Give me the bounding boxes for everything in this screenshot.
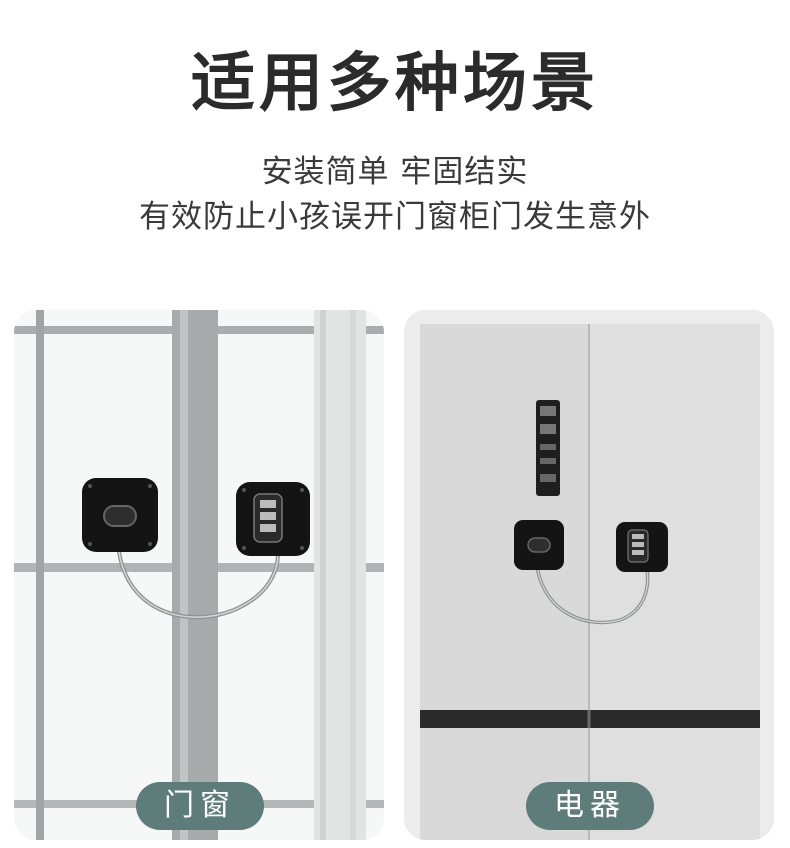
fridge-lock-image [404,310,774,840]
scene-card-appliance [404,310,774,840]
scene-label-appliance: 电器 [526,782,654,830]
scene-label-window: 门窗 [136,782,264,830]
window-lock-image [14,310,384,840]
scene-card-window [14,310,384,840]
subtitle-line2: 有效防止小孩误开门窗柜门发生意外 [139,199,651,235]
subtitle-line1: 安装简单 牢固结实 [261,154,529,190]
page-title: 适用多种场景 [191,47,599,121]
